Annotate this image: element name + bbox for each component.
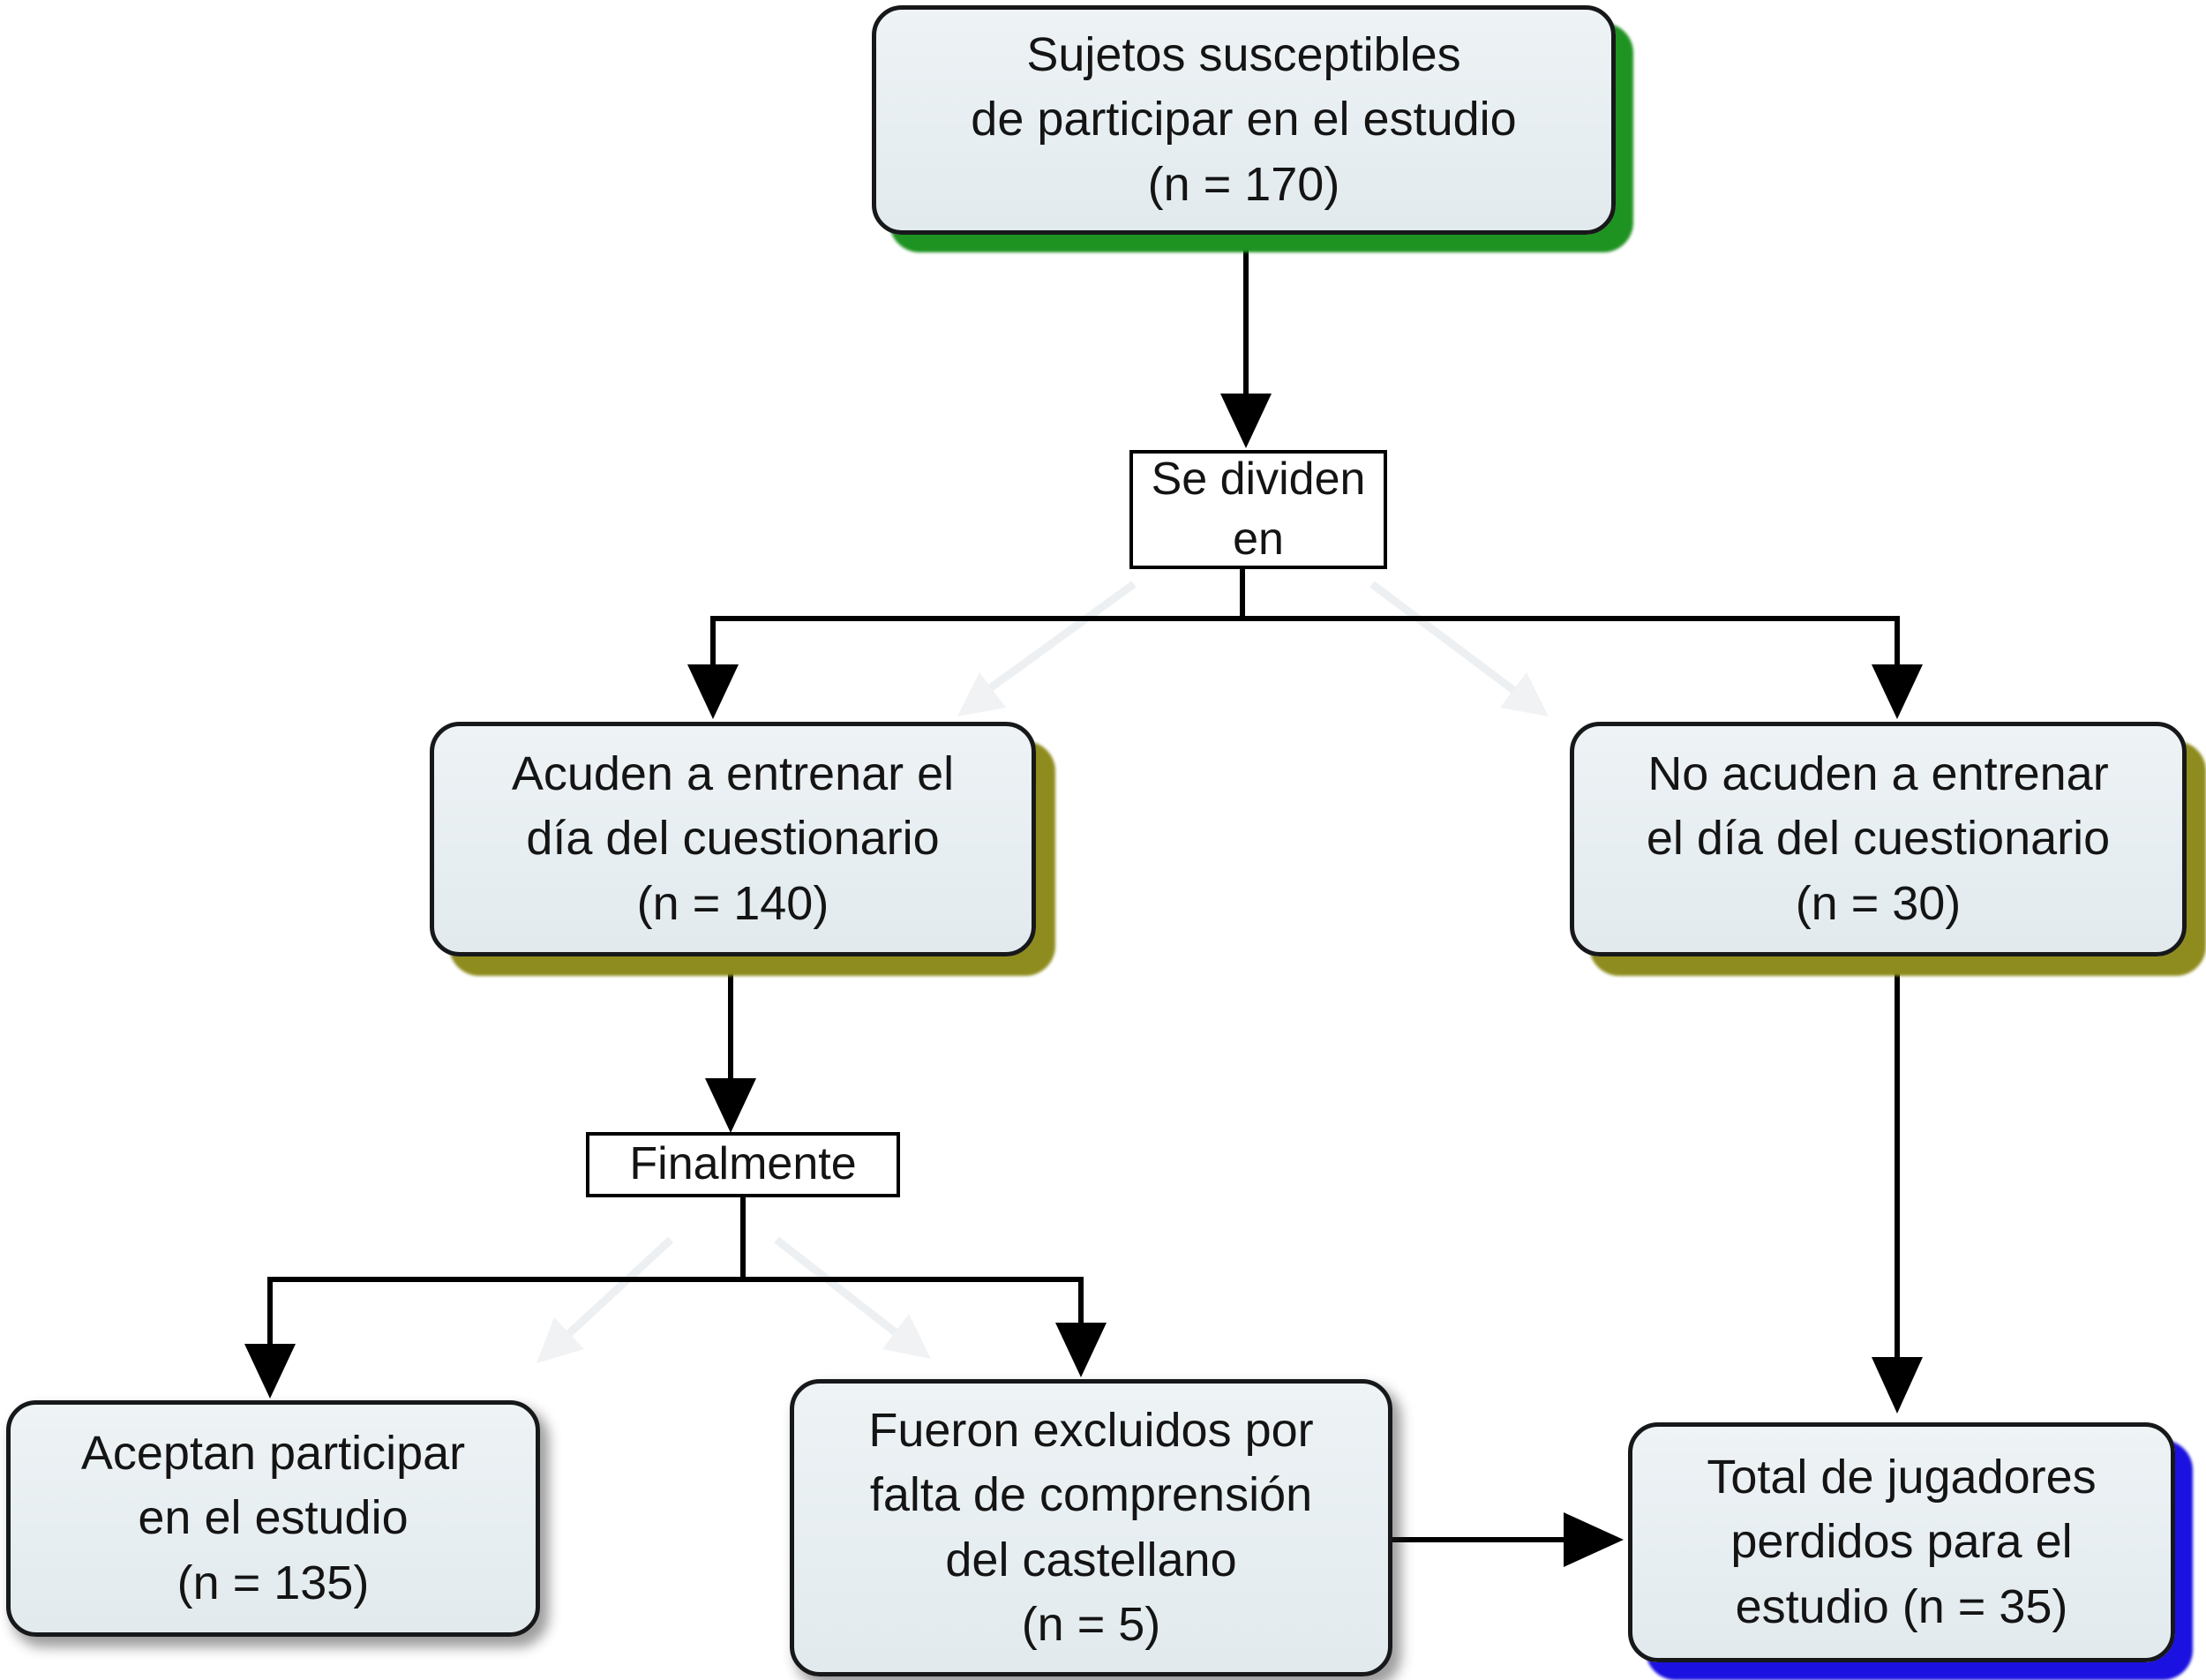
node-start-line2: de participar en el estudio <box>971 93 1517 146</box>
node-attend-line1: Acuden a entrenar el <box>511 746 955 800</box>
node-start-line3: (n = 170) <box>1147 157 1340 211</box>
ghost-arrows <box>536 581 1549 1363</box>
arrowhead-noattend <box>1872 664 1923 719</box>
node-excluded: Fueron excluidos por falta de comprensió… <box>790 1379 1392 1676</box>
node-attend-line3: (n = 140) <box>636 876 829 930</box>
node-noattend: No acuden a entrenar el día del cuestion… <box>1570 722 2187 956</box>
node-divide-line1: Se dividen <box>1151 453 1366 505</box>
arrowhead-accept <box>244 1344 296 1399</box>
arrowhead-attend <box>687 664 739 719</box>
node-noattend-line1: No acuden a entrenar <box>1647 746 2109 800</box>
node-attend-line2: día del cuestionario <box>526 812 940 866</box>
arrowhead-total-top <box>1872 1357 1923 1414</box>
node-accept: Aceptan participar en el estudio (n = 13… <box>6 1400 540 1637</box>
arrowhead-total-left <box>1564 1512 1624 1567</box>
node-accept-line2: en el estudio <box>138 1491 409 1545</box>
node-total-line2: perdidos para el <box>1730 1515 2073 1569</box>
arrowheads <box>244 394 1923 1567</box>
node-excluded-line4: (n = 5) <box>1021 1597 1161 1651</box>
node-accept-line1: Aceptan participar <box>80 1426 466 1480</box>
node-finally: Finalmente <box>586 1132 900 1197</box>
node-excluded-line2: falta de comprensión <box>869 1468 1313 1522</box>
node-accept-line3: (n = 135) <box>176 1556 370 1609</box>
node-total-line3: estudio (n = 35) <box>1735 1579 2068 1633</box>
node-total-line1: Total de jugadores <box>1707 1450 2097 1504</box>
node-divide-line2: en <box>1233 513 1284 565</box>
node-noattend-line2: el día del cuestionario <box>1646 812 2111 866</box>
node-attend: Acuden a entrenar el día del cuestionari… <box>430 722 1036 956</box>
node-excluded-line1: Fueron excluidos por <box>868 1403 1314 1457</box>
arrowhead-excluded <box>1055 1323 1107 1377</box>
node-finally-line1: Finalmente <box>629 1138 857 1190</box>
node-noattend-line3: (n = 30) <box>1795 876 1962 930</box>
edge-lines <box>267 235 1900 1542</box>
node-start-line1: Sujetos susceptibles <box>1026 27 1461 81</box>
node-start: Sujetos susceptibles de participar en el… <box>872 5 1616 235</box>
arrowhead-divide <box>1220 394 1272 448</box>
node-divide: Se dividen en <box>1129 450 1387 569</box>
node-excluded-line3: del castellano <box>945 1533 1237 1586</box>
arrowhead-finally <box>705 1078 756 1133</box>
node-total: Total de jugadores perdidos para el estu… <box>1628 1422 2175 1662</box>
